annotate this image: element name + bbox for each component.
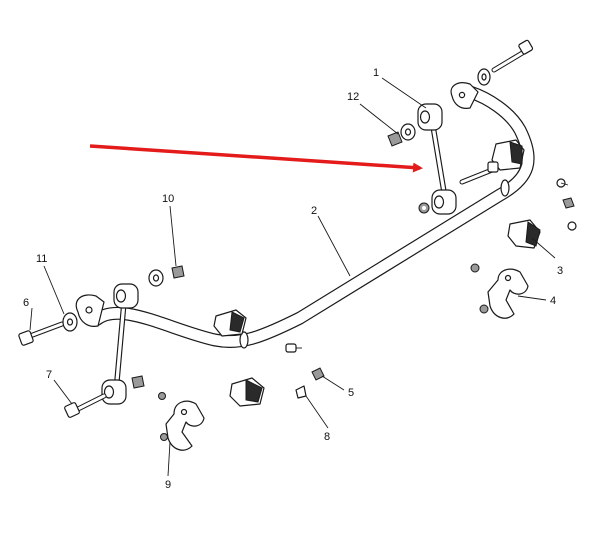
bolt-part-6	[18, 312, 78, 346]
bolt-part-7	[64, 393, 107, 418]
bushing-right-upper	[491, 139, 525, 171]
clamp-part-4	[487, 268, 529, 319]
callout-6: 6	[23, 297, 29, 309]
callout-2: 2	[311, 205, 317, 217]
callout-9: 9	[165, 479, 171, 491]
leader-lines	[29, 77, 556, 477]
callout-3: 3	[557, 265, 563, 277]
stabilizer-link-left	[101, 283, 139, 405]
callout-11: 11	[36, 253, 47, 265]
callout-7: 7	[46, 369, 52, 381]
washer-nut-part-12	[387, 123, 416, 147]
bushing-mid-lower	[229, 377, 265, 407]
callout-12: 12	[347, 91, 359, 103]
clamp-part-9	[160, 400, 205, 451]
washer-nut-part-10	[148, 265, 185, 287]
bushing-part-3	[507, 219, 541, 249]
stabilizer-link-right	[417, 103, 457, 215]
callout-4: 4	[550, 295, 556, 307]
clip-part-5	[311, 367, 325, 381]
link-bolt-right	[418, 161, 499, 214]
screw-part-8	[285, 343, 307, 399]
callout-8: 8	[324, 431, 330, 443]
bushing-mid-upper	[213, 309, 247, 337]
nut-left-lower	[131, 375, 166, 400]
stabilizer-bar	[75, 82, 535, 349]
bolt-top-right	[477, 39, 534, 86]
fasteners-right	[470, 178, 577, 314]
callout-10: 10	[162, 193, 174, 205]
callout-5: 5	[348, 387, 354, 399]
red-pointer-arrow	[89, 144, 423, 173]
callout-1: 1	[373, 67, 379, 79]
callout-labels: 1 12 2 3 4 5 6 7 8 9 10 11	[23, 67, 563, 491]
